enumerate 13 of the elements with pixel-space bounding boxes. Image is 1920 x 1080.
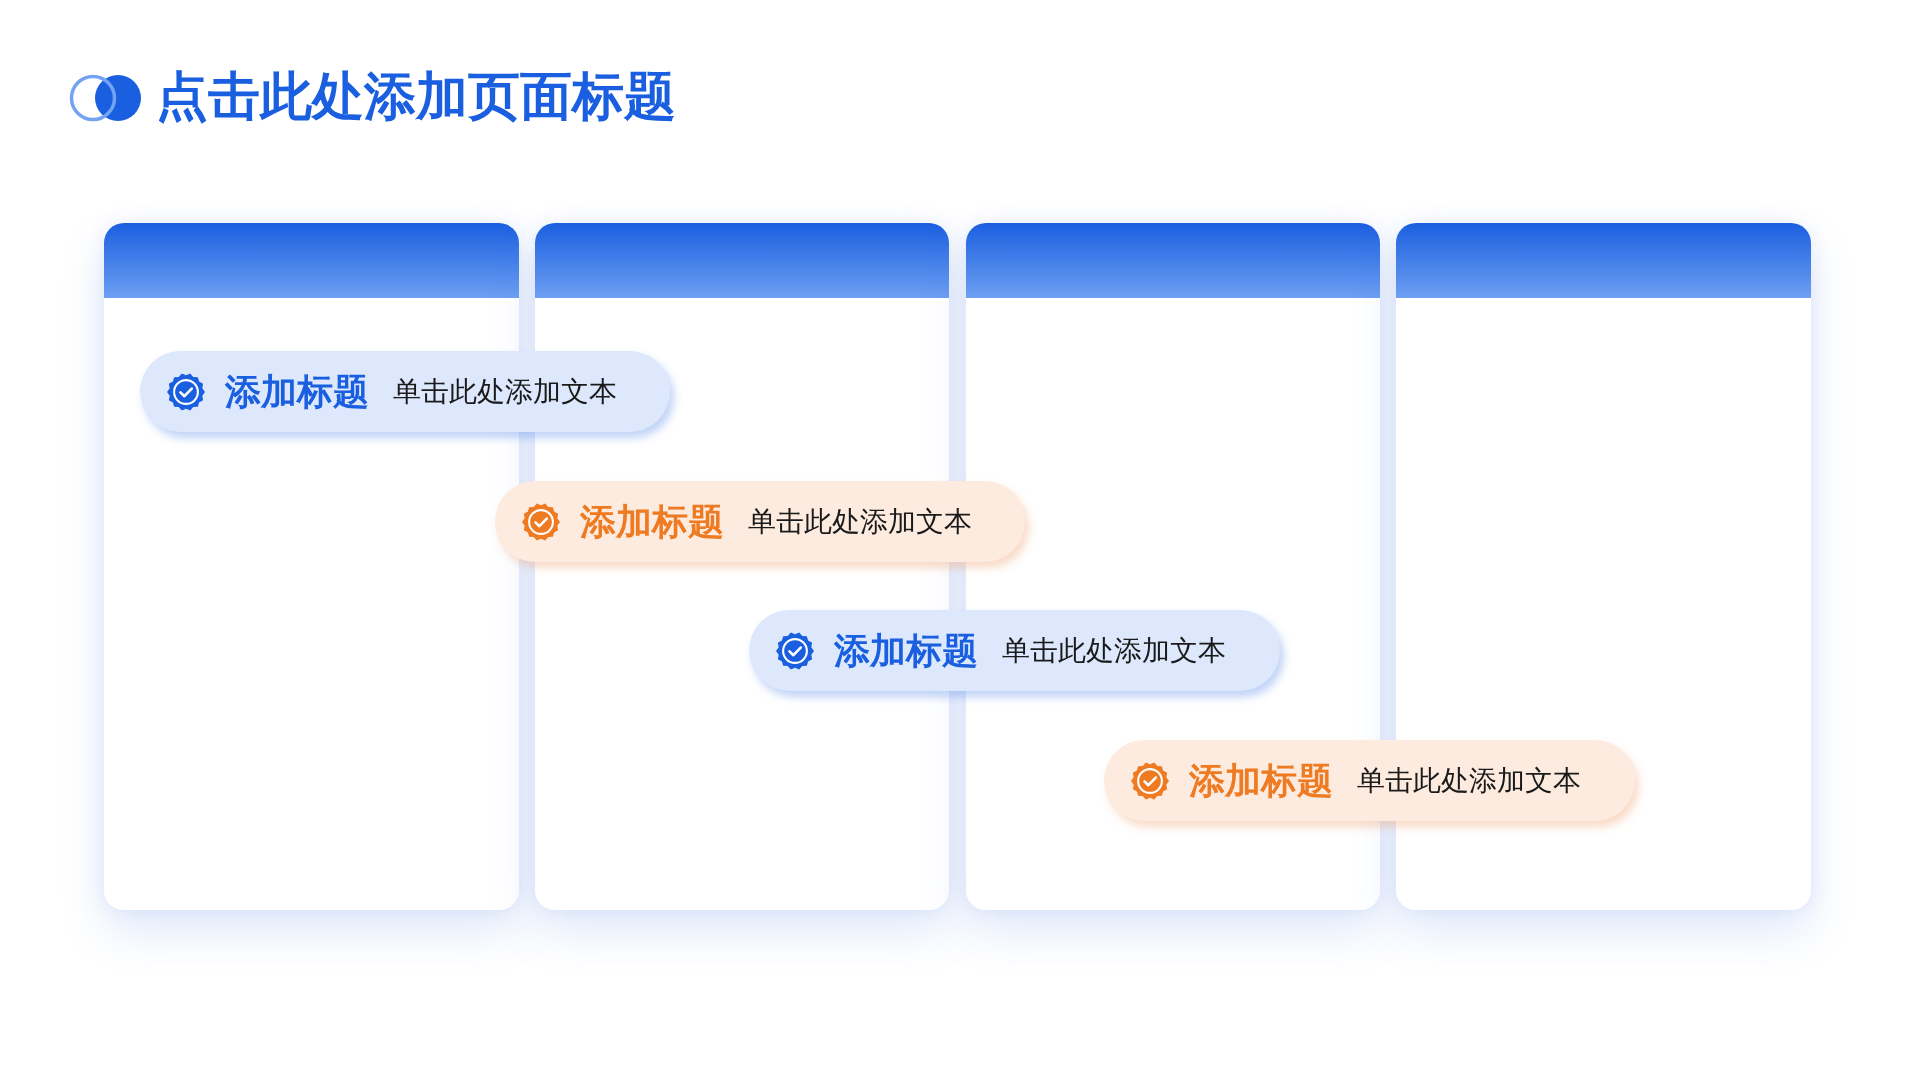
pill-title: 添加标题 [834,628,978,673]
pill-text: 单击此处添加文本 [393,374,617,409]
pill-text: 单击此处添加文本 [1002,633,1226,668]
pill-text: 单击此处添加文本 [1357,763,1581,798]
task-pill [1104,740,1635,821]
pill-title: 添加标题 [225,369,369,414]
pill-title: 添加标题 [1189,758,1333,803]
pill-text: 单击此处添加文本 [748,504,972,539]
pill-title: 添加标题 [580,499,724,544]
task-pill [495,481,1025,562]
task-pill [140,351,670,432]
page-title: 点击此处添加页面标题 [156,66,676,127]
task-pill [749,610,1280,691]
